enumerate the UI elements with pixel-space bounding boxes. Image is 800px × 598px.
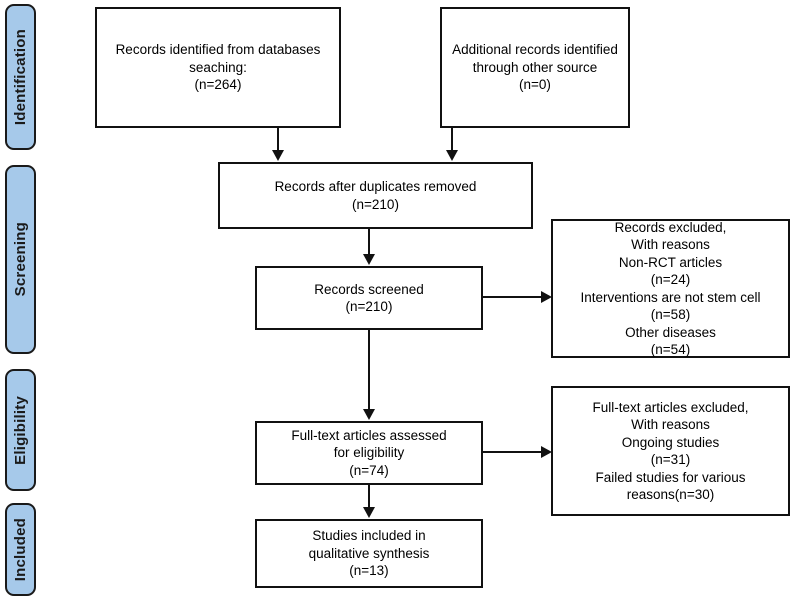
arrowhead-databases-to-duplicates xyxy=(272,150,284,161)
arrowhead-screened-to-fulltext xyxy=(363,409,375,420)
node-records-after-duplicates-removed: Records after duplicates removed (n=210) xyxy=(218,162,533,229)
node-records-screened: Records screened (n=210) xyxy=(255,266,483,330)
stage-label-included: Included xyxy=(5,503,36,596)
connector-other-source-to-duplicates xyxy=(451,128,453,152)
node-fulltext-articles-excluded: Full-text articles excluded, With reason… xyxy=(551,386,790,516)
node-additional-records-other-source-text: Additional records identified through ot… xyxy=(452,42,618,93)
arrowhead-other-source-to-duplicates xyxy=(446,150,458,161)
node-records-excluded-text: Records excluded, With reasons Non-RCT a… xyxy=(580,219,761,358)
node-studies-included-text: Studies included in qualitative synthesi… xyxy=(308,528,430,579)
arrowhead-fulltext-to-included xyxy=(363,507,375,518)
node-records-excluded: Records excluded, With reasons Non-RCT a… xyxy=(551,219,790,358)
node-records-screened-text: Records screened (n=210) xyxy=(314,281,424,315)
connector-fulltext-to-excluded xyxy=(483,451,543,453)
stage-label-eligibility: Eligibility xyxy=(5,369,36,491)
node-fulltext-articles-excluded-text: Full-text articles excluded, With reason… xyxy=(592,399,749,503)
connector-screened-to-fulltext xyxy=(368,330,370,410)
node-records-after-duplicates-removed-text: Records after duplicates removed (n=210) xyxy=(274,179,477,212)
node-studies-included: Studies included in qualitative synthesi… xyxy=(255,519,483,588)
arrowhead-duplicates-to-screened xyxy=(363,254,375,265)
connector-fulltext-to-included xyxy=(368,485,370,508)
stage-label-eligibility-text: Eligibility xyxy=(12,395,29,465)
connector-duplicates-to-screened xyxy=(368,229,370,255)
stage-label-screening: Screening xyxy=(5,165,36,354)
node-fulltext-articles-assessed-text: Full-text articles assessed for eligibil… xyxy=(291,427,447,478)
stage-label-identification: Identification xyxy=(5,4,36,150)
node-records-identified-databases-text: Records identified from databases seachi… xyxy=(115,42,321,93)
stage-label-screening-text: Screening xyxy=(12,222,29,297)
node-records-identified-databases: Records identified from databases seachi… xyxy=(95,7,341,128)
stage-label-identification-text: Identification xyxy=(12,28,29,126)
node-additional-records-other-source: Additional records identified through ot… xyxy=(440,7,630,128)
connector-screened-to-excluded xyxy=(483,296,543,298)
arrowhead-screened-to-excluded xyxy=(541,291,552,303)
connector-databases-to-duplicates xyxy=(277,128,279,152)
node-fulltext-articles-assessed: Full-text articles assessed for eligibil… xyxy=(255,421,483,485)
stage-label-included-text: Included xyxy=(12,517,29,582)
arrowhead-fulltext-to-excluded xyxy=(541,446,552,458)
